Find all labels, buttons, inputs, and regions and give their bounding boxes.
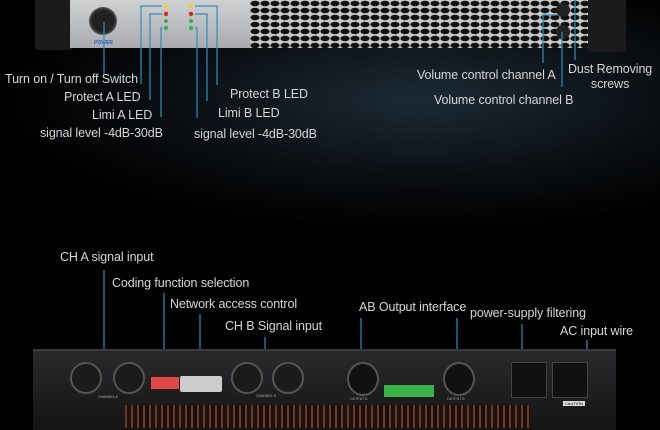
output-a-label: OUTPUT A: [350, 397, 368, 401]
channel-a-label: CHANNEL A: [98, 395, 118, 399]
label-signal-b: signal level -4dB-30dB: [194, 127, 317, 141]
ac-outlet-1[interactable]: [511, 362, 547, 398]
led-protect-a: [163, 3, 169, 9]
ac-outlet-2[interactable]: [552, 362, 588, 398]
label-psu-filter: power-supply filtering: [470, 306, 586, 320]
speakon-output-a[interactable]: [347, 362, 379, 396]
label-ac-input: AC input wire: [560, 324, 634, 338]
label-ab-output: AB Output interface: [359, 300, 467, 314]
led-limit-b: [188, 11, 194, 17]
volume-knob-b[interactable]: [556, 25, 570, 39]
led-indicators: [163, 3, 194, 31]
rear-heatsink: [125, 405, 530, 428]
label-network: Network access control: [170, 297, 298, 311]
leader-signal-b: [195, 27, 198, 118]
xlr-input-a-female[interactable]: [113, 362, 145, 394]
front-rack-ear-right: [588, 0, 626, 52]
label-limi-b: Limi B LED: [218, 106, 280, 120]
power-switch[interactable]: [89, 7, 117, 35]
led-4db-b: [189, 19, 193, 23]
leader-volume-a: [542, 14, 556, 63]
front-grille: [250, 0, 588, 48]
speakon-output-b[interactable]: [443, 362, 475, 396]
label-dust-line1: Dust Removing: [568, 62, 653, 76]
label-volume-a: Volume control channel A: [417, 68, 556, 82]
volume-knob-a[interactable]: [556, 3, 570, 17]
label-dust-line2: screws: [590, 77, 630, 91]
xlr-input-b-female[interactable]: [272, 362, 304, 394]
channel-b-label: CHANNEL B: [256, 394, 276, 398]
xlr-input-b-male[interactable]: [231, 362, 263, 394]
label-limi-a: Limi A LED: [92, 108, 153, 122]
led-4db-a: [164, 19, 168, 23]
led-limit-a: [163, 11, 169, 17]
label-protect-a: Protect A LED: [64, 90, 141, 104]
coding-dip-switch[interactable]: [151, 377, 179, 389]
led-protect-b: [188, 3, 194, 9]
caution-label: CAUTION: [563, 401, 585, 406]
label-ch-b-input: CH B Signal input: [225, 319, 322, 333]
led-30db-a: [163, 25, 169, 31]
label-ch-a-input: CH A signal input: [60, 250, 154, 264]
leader-signal-a: [160, 27, 162, 117]
output-terminal-block[interactable]: [384, 385, 434, 397]
led-30db-b: [188, 25, 194, 31]
label-protect-b: Protect B LED: [230, 87, 308, 101]
leader-protect-b: [195, 5, 218, 85]
network-ports[interactable]: [180, 376, 222, 392]
front-rack-ear-left: [35, 0, 73, 50]
label-signal-a: signal level -4dB-30dB: [40, 126, 163, 140]
xlr-input-a-male[interactable]: [70, 362, 102, 394]
label-switch: Turn on / Turn off Switch: [5, 72, 138, 86]
output-b-label: OUTPUT B: [447, 397, 465, 401]
leader-limi-a: [149, 13, 162, 100]
label-volume-b: Volume control channel B: [434, 93, 574, 107]
label-coding: Coding function selection: [112, 276, 250, 290]
label-dust-screws: Dust Removing screws: [568, 62, 652, 92]
leader-limi-b: [195, 13, 208, 101]
leader-protect-a: [140, 5, 162, 84]
